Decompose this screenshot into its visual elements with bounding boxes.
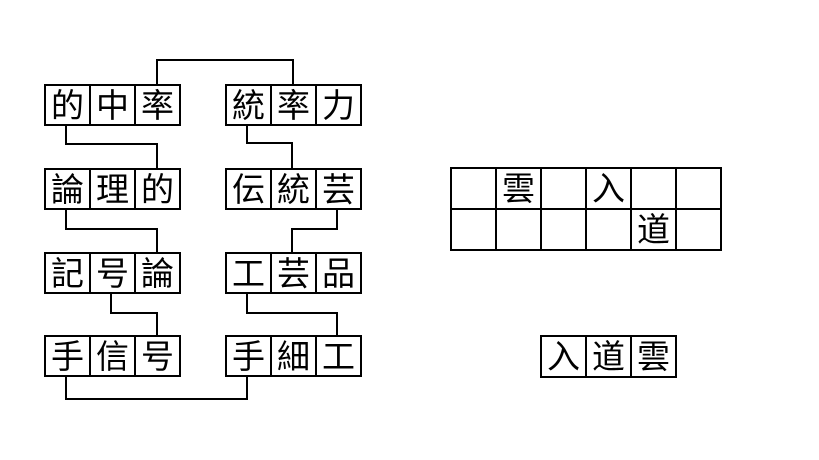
answer-grid-cell[interactable]: 道 [630,208,677,251]
kanji-cell: 号 [89,252,136,294]
word-box-r3-right: 工 芸 品 [225,252,362,294]
kanji-cell: 的 [44,84,91,126]
kanji-cell: 的 [134,168,181,210]
kanji-cell: 理 [89,168,136,210]
kanji-cell: 工 [315,335,362,377]
answer-grid-cell[interactable]: 入 [585,167,632,210]
kanji-cell: 統 [225,84,272,126]
answer-grid-cell[interactable] [675,208,722,251]
answer-grid-row: 雲 入 [450,167,722,210]
kanji-cell: 記 [44,252,91,294]
connector-tou [246,125,293,169]
word-box-r2-left: 論 理 的 [44,168,181,210]
answer-grid-cell[interactable] [540,167,587,210]
kanji-cell: 品 [315,252,362,294]
kanji-cell: 率 [270,84,317,126]
kanji-cell: 号 [134,335,181,377]
connector-kou [246,293,338,336]
answer-grid-cell[interactable] [450,208,497,251]
connector-ron [65,209,158,253]
kanji-cell: 力 [315,84,362,126]
kanji-cell: 手 [44,335,91,377]
answer-word-box: 入 道 雲 [540,335,677,378]
answer-grid: 雲 入 道 [450,167,722,251]
answer-grid-cell[interactable] [585,208,632,251]
kanji-cell: 率 [134,84,181,126]
answer-grid-cell[interactable] [675,167,722,210]
kanji-cell: 芸 [315,168,362,210]
kanji-cell: 中 [89,84,136,126]
kanji-cell: 道 [585,335,632,378]
answer-grid-cell[interactable] [540,208,587,251]
kanji-cell: 信 [89,335,136,377]
connector-ritsu [156,59,294,85]
connector-gei [291,209,338,253]
answer-grid-cell[interactable]: 雲 [495,167,542,210]
kanji-cell: 伝 [225,168,272,210]
kanji-cell: 雲 [630,335,677,378]
kanji-cell: 論 [44,168,91,210]
word-box-r1-right: 統 率 力 [225,84,362,126]
kanji-cell: 統 [270,168,317,210]
word-box-r4-left: 手 信 号 [44,335,181,377]
kanji-cell: 工 [225,252,272,294]
answer-grid-row: 道 [450,208,722,251]
answer-grid-cell[interactable] [450,167,497,210]
connector-te [65,376,248,400]
answer-grid-cell[interactable] [495,208,542,251]
word-box-r4-right: 手 細 工 [225,335,362,377]
connector-gou [110,293,158,336]
word-box-r2-right: 伝 統 芸 [225,168,362,210]
kanji-cell: 入 [540,335,587,378]
kanji-cell: 芸 [270,252,317,294]
word-box-r3-left: 記 号 論 [44,252,181,294]
kanji-cell: 論 [134,252,181,294]
kanji-cell: 手 [225,335,272,377]
word-box-r1-left: 的 中 率 [44,84,181,126]
connector-teki [65,125,158,169]
answer-grid-cell[interactable] [630,167,677,210]
kanji-cell: 細 [270,335,317,377]
